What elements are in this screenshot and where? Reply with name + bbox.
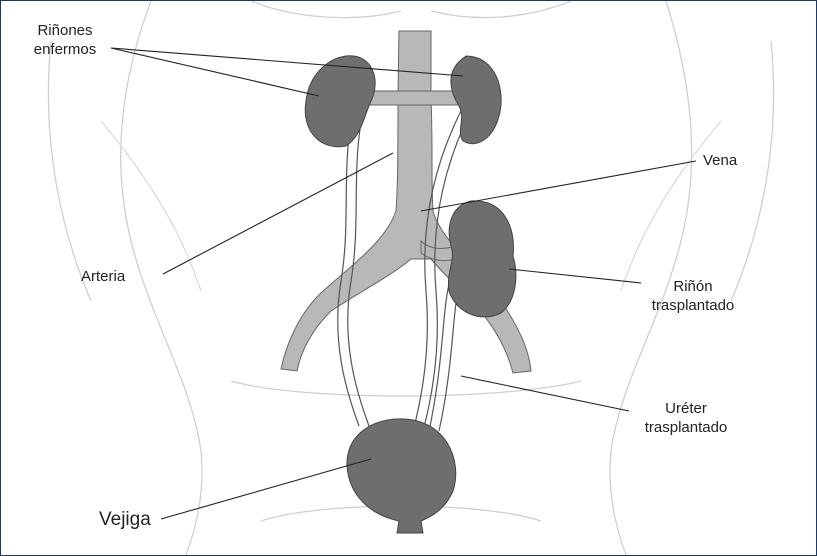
label-artery: Arteria xyxy=(81,267,125,286)
label-bladder: Vejiga xyxy=(99,509,151,531)
label-diseased-kidneys: Riñones enfermos xyxy=(9,21,121,59)
leader-bladder xyxy=(161,459,371,519)
leader-artery xyxy=(163,153,393,274)
label-diseased-kidneys-line2: enfermos xyxy=(9,40,121,59)
left-diseased-kidney xyxy=(451,56,501,144)
leader-kidneys-left xyxy=(111,48,319,96)
label-transplanted-ureter-line2: trasplantado xyxy=(631,418,741,437)
label-transplanted-ureter: Uréter trasplantado xyxy=(631,399,741,437)
bladder-shape xyxy=(347,419,456,533)
label-transplanted-kidney-line2: trasplantado xyxy=(643,296,743,315)
leader-vein xyxy=(421,161,696,211)
label-transplanted-ureter-line1: Uréter xyxy=(631,399,741,418)
transplanted-kidney xyxy=(448,201,515,317)
leader-transplanted-kidney xyxy=(509,269,641,283)
right-diseased-kidney xyxy=(305,56,375,147)
label-diseased-kidneys-line1: Riñones xyxy=(9,21,121,40)
label-transplanted-kidney-line1: Riñón xyxy=(643,277,743,296)
label-transplanted-kidney: Riñón trasplantado xyxy=(643,277,743,315)
label-vein: Vena xyxy=(703,151,737,170)
